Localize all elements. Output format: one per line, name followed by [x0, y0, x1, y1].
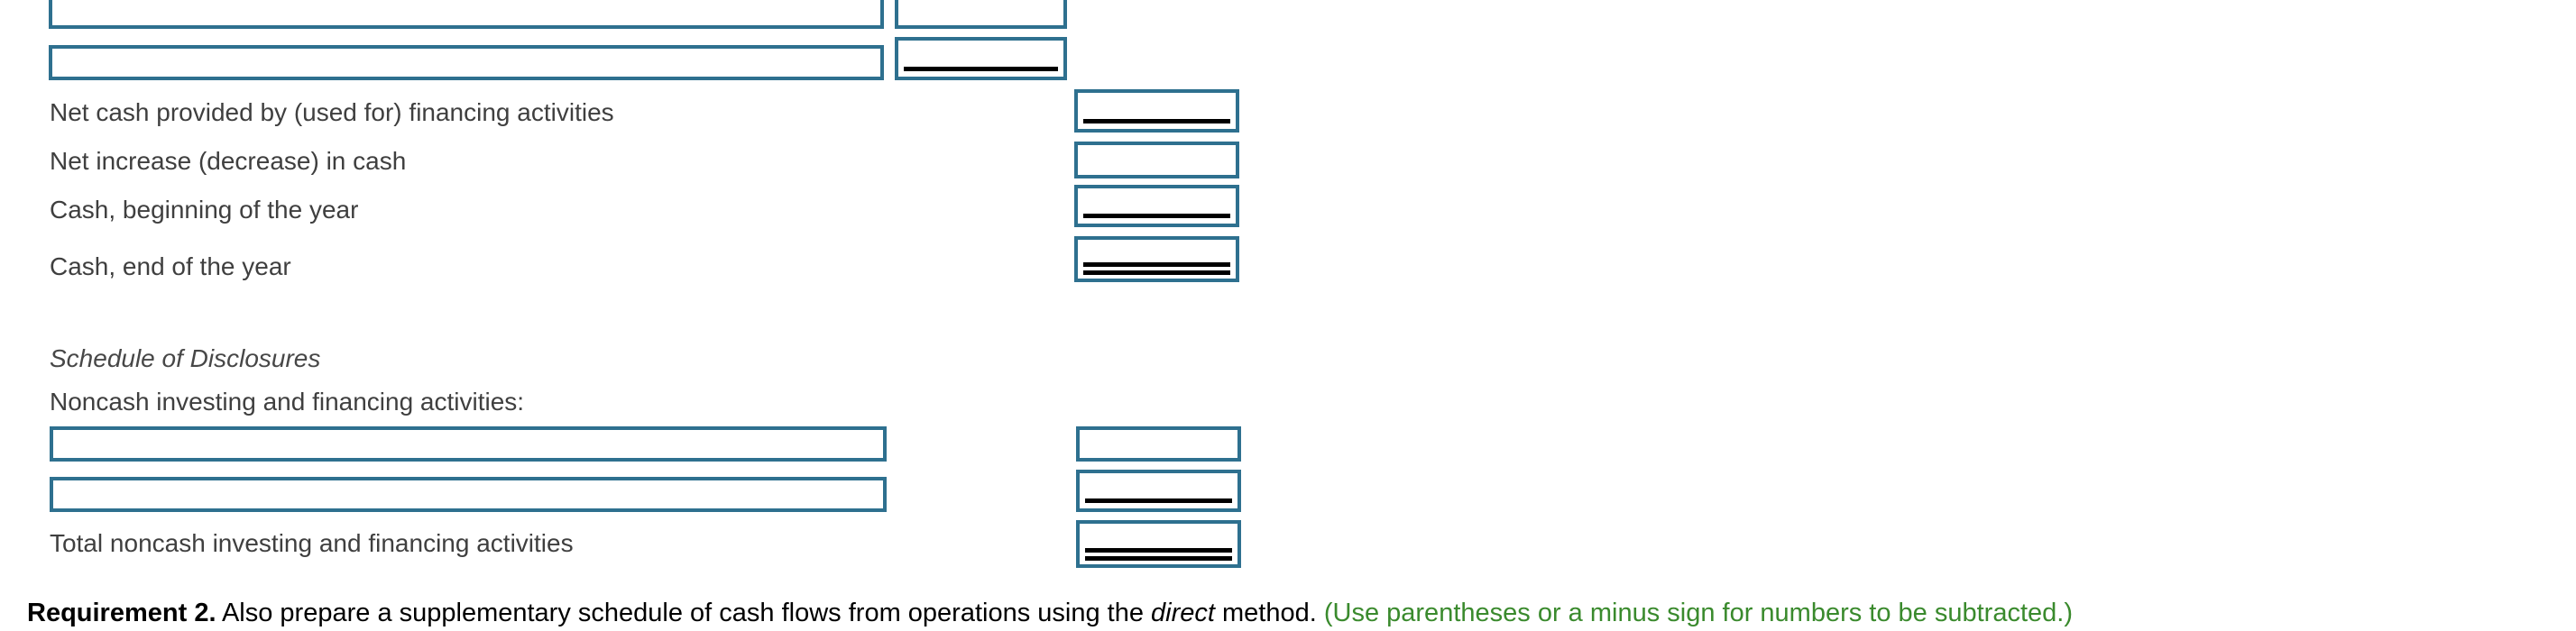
row-label-cash-end: Cash, end of the year — [50, 252, 291, 280]
requirement-text-1: Also prepare a supplementary schedule of… — [216, 599, 1152, 627]
single-total-rule — [904, 67, 1058, 71]
noncash-description-input-2[interactable] — [50, 477, 887, 512]
single-total-rule — [1083, 214, 1230, 218]
row-label-net-cash-financing: Net cash provided by (used for) financin… — [50, 98, 614, 126]
double-total-rule — [1083, 262, 1230, 267]
row-label-cash-beginning: Cash, beginning of the year — [50, 196, 359, 224]
financing-amount-input-2[interactable] — [895, 37, 1067, 80]
row-label-total-noncash: Total noncash investing and financing ac… — [50, 529, 574, 557]
cash-end-amount-input[interactable] — [1074, 236, 1239, 282]
noncash-description-input-1[interactable] — [50, 426, 887, 462]
double-total-rule — [1085, 556, 1232, 561]
requirement-2-instruction: Requirement 2. Also prepare a supplement… — [27, 598, 2073, 628]
row-label-net-increase-decrease: Net increase (decrease) in cash — [50, 147, 407, 175]
disclosures-heading: Noncash investing and financing activiti… — [50, 388, 525, 416]
requirement-green-note: (Use parentheses or a minus sign for num… — [1323, 599, 2073, 627]
total-noncash-amount-input[interactable] — [1076, 520, 1241, 568]
requirement-emphasis: direct — [1151, 599, 1215, 627]
disclosures-title: Schedule of Disclosures — [50, 344, 321, 372]
cash-beginning-amount-input[interactable] — [1074, 185, 1239, 227]
financing-description-input-2[interactable] — [49, 45, 884, 80]
net-cash-financing-amount-input[interactable] — [1074, 89, 1239, 133]
double-total-rule — [1083, 270, 1230, 275]
financing-amount-input-1[interactable] — [895, 0, 1067, 29]
net-increase-amount-input[interactable] — [1074, 142, 1239, 178]
noncash-amount-input-1[interactable] — [1076, 426, 1241, 462]
single-total-rule — [1083, 119, 1230, 123]
single-total-rule — [1085, 498, 1232, 503]
requirement-number: Requirement 2. — [27, 599, 216, 627]
double-total-rule — [1085, 548, 1232, 553]
noncash-amount-input-2[interactable] — [1076, 470, 1241, 512]
financing-description-input-1[interactable] — [49, 0, 884, 29]
requirement-text-2: method. — [1214, 599, 1324, 627]
